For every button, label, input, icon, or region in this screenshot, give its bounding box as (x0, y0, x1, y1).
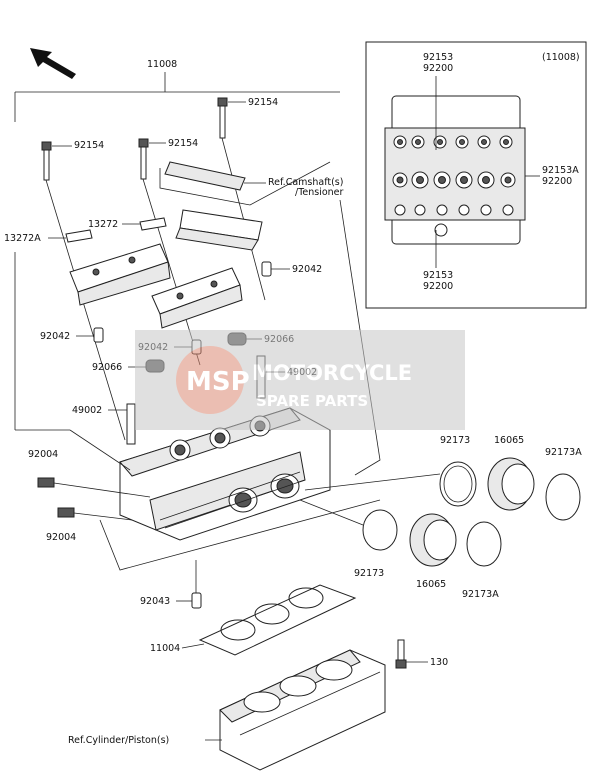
part-label-92004-upper[interactable]: 92004 (28, 449, 58, 460)
part-label-92173-lower[interactable]: 92173 (354, 568, 384, 579)
bolt-92154-center (138, 138, 166, 180)
part-label-92154-left[interactable]: 92154 (74, 140, 104, 151)
part-label-49002-left[interactable]: 49002 (72, 405, 102, 416)
holder-16065-lower (409, 513, 457, 567)
part-label-92042-right[interactable]: 92042 (292, 264, 322, 275)
part-label-13272[interactable]: 13272 (88, 219, 118, 230)
part-label-130[interactable]: 130 (430, 657, 448, 668)
part-label-92004-lower[interactable]: 92004 (46, 532, 76, 543)
cylinder-block-reference (205, 649, 386, 771)
part-label-92173A-lower[interactable]: 92173A (462, 589, 499, 600)
watermark-logo: MSP (186, 367, 250, 397)
holder-16065-upper (487, 457, 535, 511)
valve-guide-49002-left (108, 403, 136, 445)
inset-label-92200-bottom[interactable]: 92200 (423, 281, 453, 292)
part-label-16065-upper[interactable]: 16065 (494, 435, 524, 446)
stud-92004-upper (37, 477, 151, 498)
stud-92004-lower (57, 507, 133, 521)
dowel-pin-92042-right (261, 261, 290, 277)
assembly-bracket-11008 (14, 72, 340, 431)
dowel-pin-92042-left (76, 327, 104, 343)
watermark-line2: SPARE PARTS (256, 392, 368, 410)
inset-title: (11008) (542, 52, 580, 63)
part-label-11004[interactable]: 11004 (150, 643, 180, 654)
inset-label-92153-top[interactable]: 92153 (423, 52, 453, 63)
dowel-pin-92043 (176, 560, 202, 609)
inset-label-92153-bottom[interactable]: 92153 (423, 270, 453, 281)
part-label-92154-center[interactable]: 92154 (168, 138, 198, 149)
part-label-92173-upper[interactable]: 92173 (440, 435, 470, 446)
clamp-92173A-upper (545, 473, 581, 521)
plate-13272A (48, 229, 93, 243)
ref-camshaft-label[interactable]: Ref.Camshaft(s) (268, 177, 343, 188)
part-label-92043[interactable]: 92043 (140, 596, 170, 607)
part-label-13272A[interactable]: 13272A (4, 233, 41, 244)
part-label-92154-right[interactable]: 92154 (248, 97, 278, 108)
clamp-92173-lower (362, 509, 398, 551)
ref-tensioner-label[interactable]: /Tensioner (295, 187, 344, 198)
camshaft-cap-left (69, 243, 171, 306)
bolt-92154-right (217, 97, 246, 139)
cylinder-head-detail-inset (365, 41, 587, 309)
part-label-11008[interactable]: 11008 (147, 59, 177, 70)
ref-cylinder-piston-label[interactable]: Ref.Cylinder/Piston(s) (68, 735, 169, 746)
camshaft-tensioner-reference-plate (159, 161, 331, 206)
plate-13272 (122, 217, 167, 231)
part-label-92173A-upper[interactable]: 92173A (545, 447, 582, 458)
inset-label-92200-top[interactable]: 92200 (423, 63, 453, 74)
part-label-92042-left[interactable]: 92042 (40, 331, 70, 342)
part-label-92066-left[interactable]: 92066 (92, 362, 122, 373)
bolt-130 (395, 639, 428, 669)
front-direction-arrow-icon (30, 48, 76, 79)
msp-watermark: MSP MOTORCYCLE SPARE PARTS (135, 330, 465, 430)
camshaft-cap-upper (175, 209, 263, 251)
part-label-16065-lower[interactable]: 16065 (416, 579, 446, 590)
bolt-92154-left (41, 141, 72, 181)
watermark-line1: MOTORCYCLE (252, 361, 412, 385)
head-gasket-11004 (181, 584, 357, 656)
clamp-92173A-lower (466, 521, 502, 567)
inset-label-92200-right[interactable]: 92200 (542, 176, 572, 187)
inset-label-92153A-right[interactable]: 92153A (542, 165, 579, 176)
head-bolt-holes (392, 135, 516, 237)
camshaft-cap-right (151, 267, 243, 329)
clamp-92173-upper (439, 461, 477, 507)
